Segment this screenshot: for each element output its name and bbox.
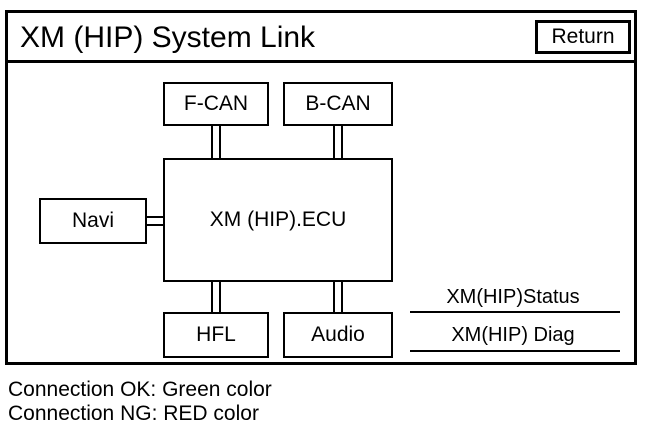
legend-ng: Connection NG: RED color (8, 402, 259, 425)
node-b-can[interactable]: B-CAN (283, 82, 393, 126)
connector-navi (147, 216, 163, 226)
ecu-block[interactable]: XM (HIP).ECU (163, 158, 393, 282)
legend-ok: Connection OK: Green color (8, 378, 272, 401)
node-audio[interactable]: Audio (283, 312, 393, 358)
title-bar: XM (HIP) System Link Return (8, 13, 634, 63)
return-button[interactable]: Return (535, 20, 631, 54)
node-hfl[interactable]: HFL (163, 312, 269, 358)
connector-hfl (211, 282, 221, 312)
diag-underline (410, 350, 620, 352)
connector-b-can (333, 126, 343, 158)
node-navi[interactable]: Navi (39, 198, 147, 244)
node-f-can[interactable]: F-CAN (163, 82, 269, 126)
system-link-panel: XM (HIP) System Link Return F-CAN B-CAN … (5, 10, 637, 365)
xm-status-link[interactable]: XM(HIP)Status (446, 286, 580, 308)
page-title: XM (HIP) System Link (20, 21, 316, 54)
status-underline (410, 311, 620, 313)
connector-f-can (211, 126, 221, 158)
connector-audio (333, 282, 343, 312)
xm-diag-link[interactable]: XM(HIP) Diag (451, 324, 575, 346)
